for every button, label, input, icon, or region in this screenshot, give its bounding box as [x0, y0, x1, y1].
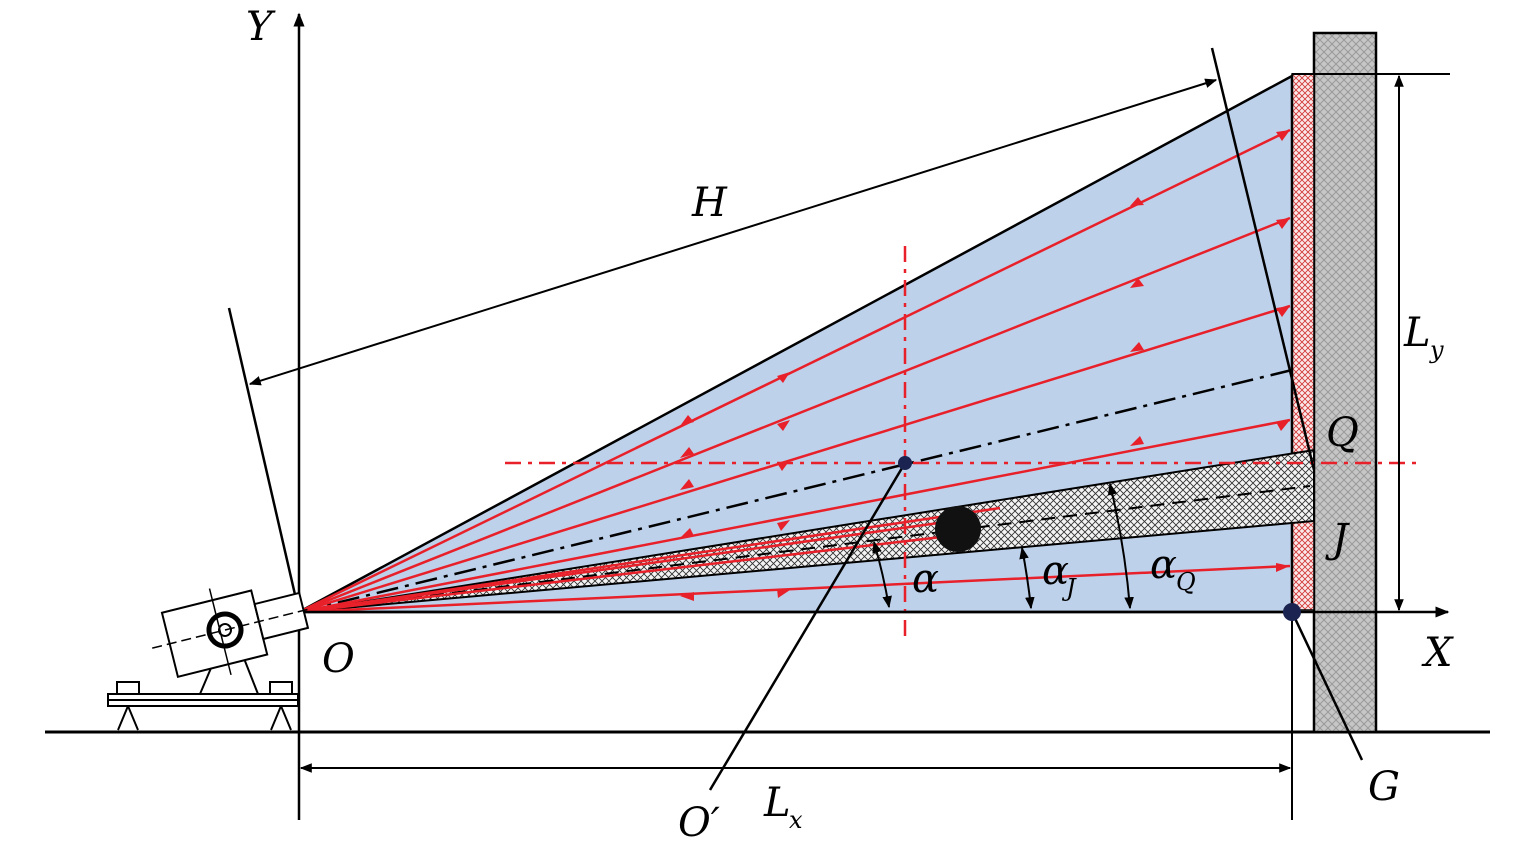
Oprime-label: O′: [678, 800, 720, 846]
alpha-arc: [872, 540, 892, 609]
point-Oprime: [898, 456, 912, 470]
hatched-band: [298, 448, 1315, 613]
point-G: [1283, 603, 1301, 621]
alphaQ-arc: [1107, 482, 1134, 610]
wall: [1312, 31, 1378, 734]
alphaJ-arc: [1019, 546, 1035, 610]
alphaQ-subscript: Q: [1176, 568, 1196, 596]
Lx-label: L: [763, 780, 791, 826]
liner-layer: [1291, 73, 1315, 611]
alphaQ-label: α: [1150, 542, 1177, 588]
Lx-subscript: x: [789, 806, 803, 834]
alphaJ-label: α: [1042, 548, 1069, 594]
G-leader: [1290, 611, 1364, 761]
alpha-label: α: [912, 556, 939, 602]
x-axis-label: X: [1421, 630, 1454, 676]
y-axis-label: Y: [246, 4, 276, 50]
scanner-instrument: [107, 588, 310, 731]
H-dimension: [248, 78, 1218, 386]
Oprime-mark: ′: [711, 800, 720, 846]
Oprime-main: O: [678, 800, 711, 846]
H-label: H: [691, 180, 728, 226]
far-plane-line: [1210, 47, 1316, 471]
band-centerline: [298, 485, 1311, 613]
scanner-plane-line: [227, 307, 301, 613]
Ly-label: L: [1403, 310, 1431, 356]
target-ball: [935, 506, 981, 552]
Ly-subscript: y: [1429, 336, 1444, 364]
dashdot-axis: [298, 368, 1293, 614]
Oprime-leader: [708, 462, 907, 791]
Q-label: Q: [1326, 410, 1359, 456]
origin-label: O: [322, 636, 355, 682]
G-label: G: [1368, 764, 1400, 810]
